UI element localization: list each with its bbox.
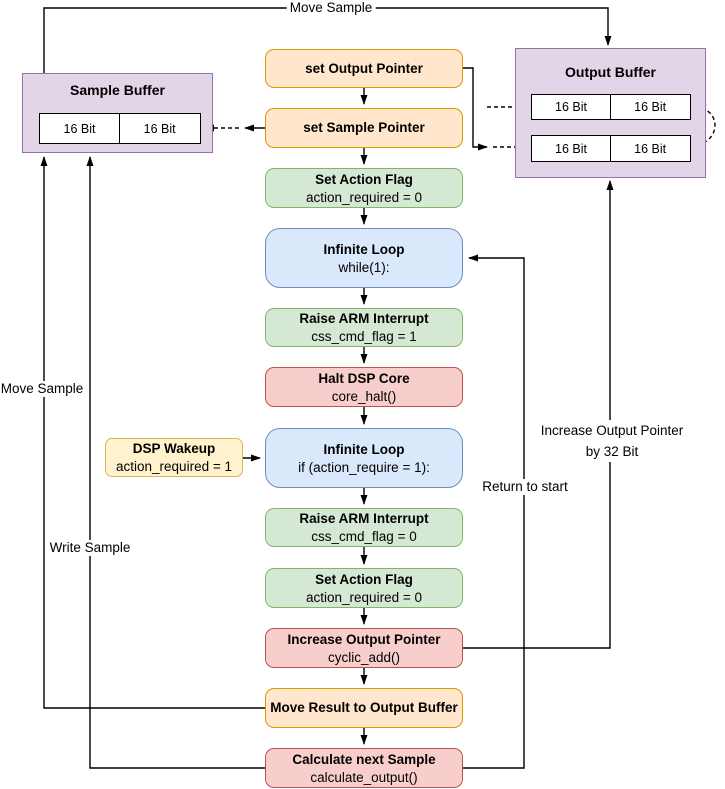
flow-box-raise-arm-interrupt-1: Raise ARM Interrupt css_cmd_flag = 1 <box>265 308 463 347</box>
box-subtitle: action_required = 0 <box>306 589 422 605</box>
box-title: set Sample Pointer <box>303 120 425 135</box>
box-title: DSP Wakeup <box>132 441 216 456</box>
box-subtitle: action_required = 1 <box>116 459 232 474</box>
output-buffer-cell: 16 Bit <box>609 94 691 120</box>
box-subtitle: cyclic_add() <box>327 649 401 665</box>
box-subtitle: while(1): <box>338 259 390 275</box>
flow-box-raise-arm-interrupt-2: Raise ARM Interrupt css_cmd_flag = 0 <box>265 508 463 547</box>
box-title: Set Action Flag <box>315 171 413 187</box>
output-buffer-cell: 16 Bit <box>609 135 691 162</box>
flow-box-set-sample-pointer: set Sample Pointer <box>265 108 463 148</box>
output-buffer-row-2: 16 Bit 16 Bit <box>531 135 692 162</box>
edge-label-increase-line1: Increase Output Pointer <box>540 423 684 438</box>
output-buffer-row-1: 16 Bit 16 Bit <box>531 94 692 120</box>
box-subtitle: if (action_require = 1): <box>298 459 430 475</box>
flow-box-halt-dsp-core: Halt DSP Core core_halt() <box>265 367 463 407</box>
box-title: Halt DSP Core <box>318 370 410 386</box>
box-title: Calculate next Sample <box>292 751 436 767</box>
flow-box-increase-output-pointer: Increase Output Pointer cyclic_add() <box>265 628 463 668</box>
edge-label-return-to-start: Return to start <box>479 479 571 495</box>
box-title: set Output Pointer <box>305 60 423 76</box>
box-title: Infinite Loop <box>323 441 405 457</box>
edge-label-write-sample: Write Sample <box>46 540 134 556</box>
edge-label-increase-line2: by 32 Bit <box>585 444 639 459</box>
box-title: Move Result to Output Buffer <box>270 700 458 715</box>
sample-buffer: Sample Buffer 16 Bit 16 Bit <box>22 73 213 153</box>
box-title: Set Action Flag <box>315 571 413 587</box>
connector-return-to-start <box>463 254 525 769</box>
box-title: Infinite Loop <box>323 241 405 257</box>
flow-box-set-output-pointer: set Output Pointer <box>265 49 463 88</box>
output-buffer-cell: 16 Bit <box>531 94 611 120</box>
box-subtitle: action_required = 0 <box>306 189 422 205</box>
flow-box-move-result: Move Result to Output Buffer <box>265 688 463 728</box>
output-buffer-title: Output Buffer <box>565 64 656 80</box>
sample-buffer-cells: 16 Bit 16 Bit <box>39 113 202 144</box>
flow-box-set-action-flag-1: Set Action Flag action_required = 0 <box>265 168 463 208</box>
sample-buffer-cell: 16 Bit <box>39 113 120 144</box>
flow-box-calculate-next-sample: Calculate next Sample calculate_output() <box>265 748 463 788</box>
box-subtitle: core_halt() <box>331 388 397 404</box>
edge-label-move-sample-left: Move Sample <box>0 381 87 397</box>
edge-label-increase-output-pointer: Increase Output Pointer by 32 Bit <box>537 420 687 462</box>
box-title: Raise ARM Interrupt <box>299 311 429 326</box>
connector-increase-output-pointer <box>463 180 614 649</box>
box-title: Raise ARM Interrupt <box>299 511 429 526</box>
flow-box-dsp-wakeup: DSP Wakeup action_required = 1 <box>105 438 243 477</box>
flow-box-infinite-loop-1: Infinite Loop while(1): <box>265 228 463 288</box>
box-title: Increase Output Pointer <box>287 631 441 647</box>
flow-box-set-action-flag-2: Set Action Flag action_required = 0 <box>265 568 463 608</box>
sample-buffer-cell: 16 Bit <box>118 113 201 144</box>
output-buffer-cell: 16 Bit <box>531 135 611 162</box>
flow-box-infinite-loop-2: Infinite Loop if (action_require = 1): <box>265 428 463 488</box>
connector-write-sample <box>86 156 265 769</box>
output-buffer: Output Buffer 16 Bit 16 Bit 16 Bit 16 Bi… <box>515 48 706 178</box>
sample-buffer-title: Sample Buffer <box>70 82 165 98</box>
edge-label-move-sample-top: Move Sample <box>286 0 376 16</box>
connector-set-output-pointer-solid <box>463 67 488 151</box>
connector-move-sample-left <box>40 156 265 709</box>
box-subtitle: css_cmd_flag = 0 <box>311 529 417 544</box>
box-subtitle: css_cmd_flag = 1 <box>311 329 417 344</box>
box-subtitle: calculate_output() <box>310 769 418 785</box>
